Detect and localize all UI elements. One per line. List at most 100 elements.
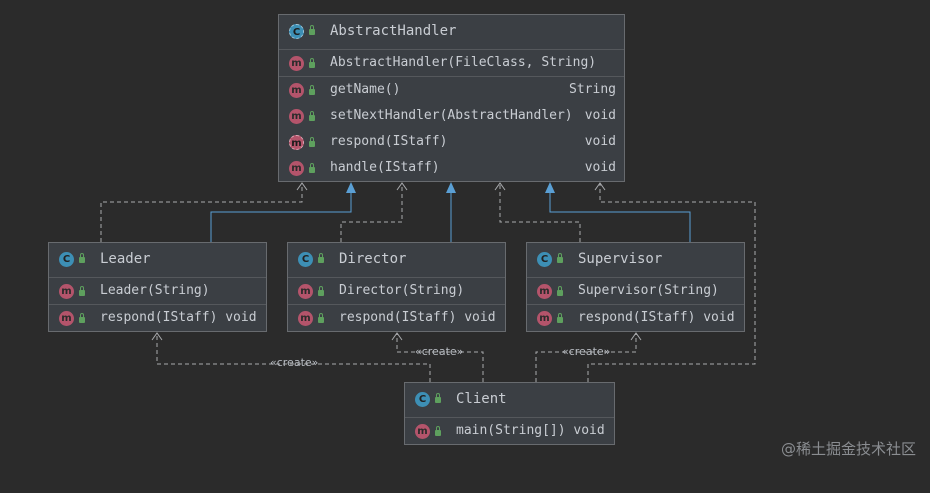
- constructors-section: m Director(String): [288, 278, 505, 305]
- constructor-signature: Director(String): [339, 283, 465, 298]
- method-row[interactable]: m main(String[]) void: [405, 418, 614, 444]
- inheritance-leader: [210, 182, 356, 242]
- constructor-row[interactable]: m Leader(String): [49, 278, 266, 304]
- method-row[interactable]: m respond(IStaff) void: [279, 129, 624, 155]
- public-lock-icon: [557, 253, 563, 263]
- public-lock-icon: [79, 253, 85, 263]
- class-director[interactable]: C Director m Director(String) m respond(…: [287, 242, 506, 332]
- public-lock-icon: [309, 137, 315, 147]
- inheritance-supervisor: [545, 182, 691, 242]
- public-lock-icon: [309, 163, 315, 173]
- runnable-class-icon: C: [415, 392, 430, 407]
- method-row[interactable]: m getName() String: [279, 77, 624, 103]
- dep-supervisor-to-abstract: [499, 184, 581, 242]
- method-icon: m: [537, 311, 552, 326]
- method-icon: m: [289, 83, 304, 98]
- inheritance-director: [446, 182, 456, 242]
- class-name: Director: [339, 251, 407, 267]
- constructor-signature: Leader(String): [100, 283, 210, 298]
- constructors-section: m Leader(String): [49, 278, 266, 305]
- constructors-section: m AbstractHandler(FileClass, String): [279, 50, 624, 77]
- methods-section: m getName() String m setNextHandler(Abst…: [279, 77, 624, 181]
- method-icon: m: [289, 161, 304, 176]
- abstract-method-icon: m: [289, 135, 304, 150]
- public-lock-icon: [557, 286, 563, 296]
- method-signature: getName(): [330, 82, 401, 97]
- method-icon: m: [289, 109, 304, 124]
- method-icon: m: [59, 311, 74, 326]
- method-row[interactable]: m setNextHandler(AbstractHandler) void: [279, 103, 624, 129]
- public-lock-icon: [318, 253, 324, 263]
- dep-director-to-abstract: [340, 184, 403, 242]
- class-header: C Director: [288, 243, 505, 278]
- method-signature: handle(IStaff): [330, 160, 440, 175]
- static-method-icon: m: [415, 424, 430, 439]
- class-icon: C: [59, 252, 74, 267]
- public-lock-icon: [309, 25, 315, 35]
- class-leader[interactable]: C Leader m Leader(String) m respond(ISta…: [48, 242, 267, 332]
- return-type: void: [584, 160, 616, 175]
- class-abstract-handler[interactable]: C AbstractHandler m AbstractHandler(File…: [278, 14, 625, 182]
- create-label-supervisor: «create»: [562, 345, 611, 358]
- method-icon: m: [289, 56, 304, 71]
- public-lock-icon: [435, 426, 441, 436]
- dep-client-to-leader: [156, 334, 431, 382]
- method-signature: respond(IStaff) void: [339, 310, 496, 325]
- public-lock-icon: [557, 313, 563, 323]
- method-signature: respond(IStaff) void: [578, 310, 735, 325]
- method-signature: respond(IStaff): [330, 134, 448, 149]
- class-client[interactable]: C Client m main(String[]) void: [404, 382, 615, 445]
- dep-leader-to-abstract: [100, 184, 303, 242]
- constructor-row[interactable]: m Director(String): [288, 278, 505, 304]
- constructor-signature: Supervisor(String): [578, 283, 719, 298]
- method-icon: m: [298, 284, 313, 299]
- public-lock-icon: [309, 58, 315, 68]
- constructor-row[interactable]: m Supervisor(String): [527, 278, 744, 304]
- method-row[interactable]: m respond(IStaff) void: [49, 305, 266, 331]
- class-name: AbstractHandler: [330, 23, 457, 39]
- method-row[interactable]: m respond(IStaff) void: [288, 305, 505, 331]
- class-header: C Leader: [49, 243, 266, 278]
- create-label-director: «create»: [415, 345, 464, 358]
- public-lock-icon: [79, 313, 85, 323]
- constructor-signature: AbstractHandler(FileClass, String): [330, 55, 597, 70]
- public-lock-icon: [79, 286, 85, 296]
- methods-section: m respond(IStaff) void: [527, 305, 744, 331]
- method-icon: m: [298, 311, 313, 326]
- public-lock-icon: [309, 85, 315, 95]
- methods-section: m main(String[]) void: [405, 418, 614, 444]
- method-row[interactable]: m respond(IStaff) void: [527, 305, 744, 331]
- dep-client-to-director: [396, 334, 484, 382]
- create-label-leader: «create»: [270, 356, 319, 369]
- dep-client-to-supervisor: [535, 334, 637, 382]
- method-icon: m: [537, 284, 552, 299]
- class-name: Client: [456, 391, 507, 407]
- return-type: void: [584, 108, 616, 123]
- relations-layer: [100, 182, 756, 382]
- class-icon: C: [298, 252, 313, 267]
- return-type: String: [569, 82, 616, 97]
- method-icon: m: [59, 284, 74, 299]
- class-header: C AbstractHandler: [279, 15, 624, 50]
- dep-client-to-abstract: [587, 184, 756, 382]
- public-lock-icon: [435, 393, 441, 403]
- constructors-section: m Supervisor(String): [527, 278, 744, 305]
- class-name: Supervisor: [578, 251, 663, 267]
- methods-section: m respond(IStaff) void: [49, 305, 266, 331]
- class-header: C Client: [405, 383, 614, 418]
- public-lock-icon: [318, 286, 324, 296]
- constructor-row[interactable]: m AbstractHandler(FileClass, String): [279, 50, 624, 76]
- methods-section: m respond(IStaff) void: [288, 305, 505, 331]
- method-signature: setNextHandler(AbstractHandler): [330, 108, 573, 123]
- class-name: Leader: [100, 251, 151, 267]
- public-lock-icon: [309, 111, 315, 121]
- abstract-class-icon: C: [289, 24, 304, 39]
- method-signature: main(String[]) void: [456, 423, 605, 438]
- return-type: void: [584, 134, 616, 149]
- watermark: @稀土掘金技术社区: [780, 440, 916, 458]
- method-signature: respond(IStaff) void: [100, 310, 257, 325]
- class-header: C Supervisor: [527, 243, 744, 278]
- public-lock-icon: [318, 313, 324, 323]
- class-supervisor[interactable]: C Supervisor m Supervisor(String) m resp…: [526, 242, 745, 332]
- method-row[interactable]: m handle(IStaff) void: [279, 155, 624, 181]
